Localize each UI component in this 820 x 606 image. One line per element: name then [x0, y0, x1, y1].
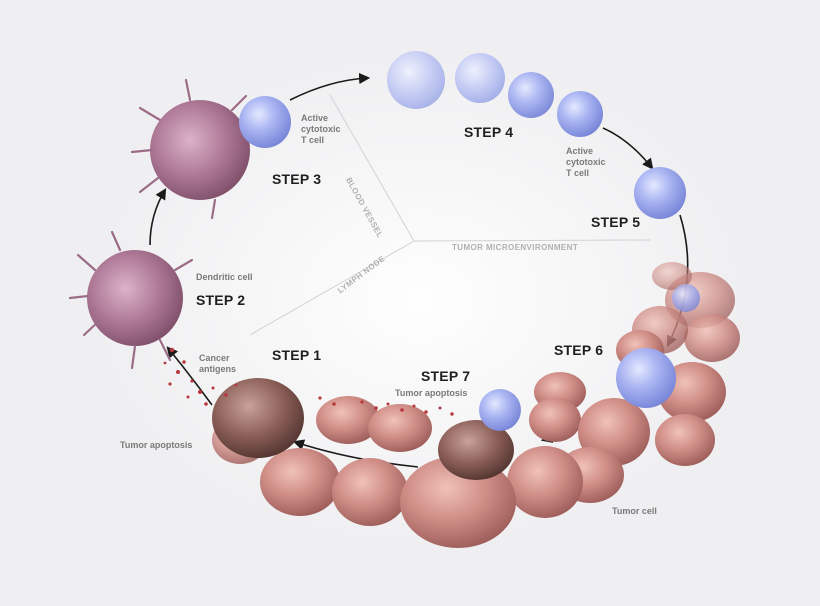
step-1-label: STEP 1 [272, 347, 322, 363]
step-6-label: STEP 6 [554, 342, 604, 358]
dendritic-cell-step3 [130, 78, 250, 220]
arrow-step7-to-step1 [292, 439, 419, 468]
dying-tumor-cell-step1 [212, 378, 304, 458]
t-cell-step7 [479, 389, 521, 431]
region-dividers [249, 94, 651, 336]
t-cell-step5 [634, 167, 686, 219]
t-cell-step4-c [508, 72, 554, 118]
dying-tumor-cell-step7 [438, 420, 514, 480]
t-cell-step4-b [455, 53, 505, 103]
cancer-antigens-label: Cancer antigens [199, 353, 237, 374]
t-cell-step3 [239, 96, 291, 148]
active-t-cell-label-2: Active cytotoxic T cell [566, 146, 606, 178]
dendritic-cell-step2 [68, 230, 194, 370]
tumor-microenvironment-region-label: TUMOR MICROENVIRONMENT [452, 243, 579, 252]
t-cell-step6 [616, 348, 676, 408]
step-5-label: STEP 5 [591, 214, 641, 230]
t-cell-step4-d [557, 91, 603, 137]
arrow-step4-to-step5 [602, 127, 654, 170]
t-cells [239, 51, 700, 431]
tumor-apoptosis-label-step7: Tumor apoptosis [395, 388, 468, 398]
tumor-apoptosis-label-left: Tumor apoptosis [120, 440, 193, 450]
t-cell-step4-a [387, 51, 445, 109]
tumor-cell-label: Tumor cell [612, 506, 657, 516]
step-3-label: STEP 3 [272, 171, 322, 187]
tumor-mass [212, 262, 740, 548]
cancer-antigen-particles [163, 347, 454, 416]
active-t-cell-label-1: Active cytotoxic T cell [301, 113, 341, 145]
arrow-step1-to-step2 [166, 346, 213, 406]
step-2-label: STEP 2 [196, 292, 246, 308]
step-4-label: STEP 4 [464, 124, 514, 140]
step-7-label: STEP 7 [421, 368, 471, 384]
dendritic-cell-label: Dendritic cell [196, 272, 253, 282]
arrow-step3-to-step4 [289, 72, 371, 101]
arrow-step2-to-step3 [149, 188, 167, 246]
t-cell-infiltrating [672, 284, 700, 312]
